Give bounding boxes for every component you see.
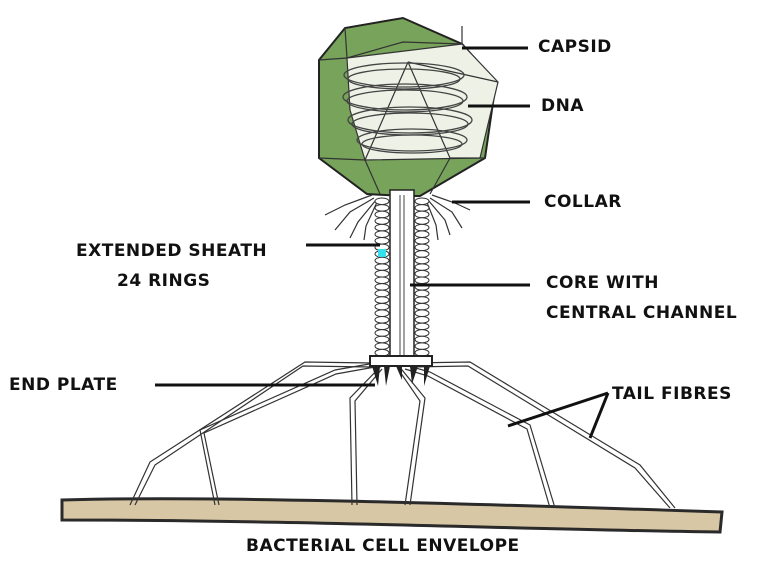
sheath-ring [375,303,389,310]
dna-label: DNA [541,96,584,116]
sheath-ring [375,205,389,212]
end-plate [370,356,432,386]
cell-envelope-label: BACTERIAL CELL ENVELOPE [246,536,520,556]
capsid-label: CAPSID [538,37,612,57]
sheath-ring [415,290,429,297]
sheath-ring [375,323,389,330]
sheath-ring [415,231,429,238]
sheath-ring [375,290,389,297]
sheath-ring [415,303,429,310]
sheath-ring [375,270,389,277]
sheath-ring [415,224,429,231]
sheath-ring [415,257,429,264]
sheath-ring [415,336,429,343]
sheath-ring [375,211,389,218]
sheath-ring [415,317,429,324]
sheath-ring [415,211,429,218]
sheath-ring [375,264,389,271]
sheath-ring [375,297,389,304]
sheath-ring [415,297,429,304]
sheath-ring [375,336,389,343]
sheath-ring [375,198,389,205]
sheath-ring [375,330,389,337]
sheath-ring [375,343,389,350]
sheath-label-line1: EXTENDED SHEATH [76,241,267,261]
sheath-marker [378,249,386,257]
sheath-ring [415,198,429,205]
core-label-line2: CENTRAL CHANNEL [546,303,737,323]
tail-core [390,190,414,360]
sheath-ring [415,205,429,212]
sheath-ring [375,277,389,284]
sheath-ring [415,323,429,330]
sheath-ring [415,270,429,277]
collar-label: COLLAR [544,192,622,212]
cell-envelope-shape [62,499,722,532]
sheath-ring [415,277,429,284]
sheath-ring [375,310,389,317]
tail-fibres-label: TAIL FIBRES [612,384,732,404]
sheath-ring [375,231,389,238]
sheath-ring [415,238,429,245]
sheath-ring [375,284,389,291]
sheath-label-line2: 24 RINGS [117,271,210,291]
core-label-line1: CORE WITH [546,273,659,293]
sheath-ring [415,264,429,271]
sheath-ring [415,218,429,225]
sheath-ring [415,330,429,337]
sheath-ring [375,224,389,231]
sheath-ring [375,257,389,264]
sheath-ring [375,218,389,225]
sheath-ring [415,310,429,317]
sheath-ring [375,317,389,324]
end-plate-label: END PLATE [9,375,118,395]
sheath-ring [415,251,429,258]
sheath-ring [375,238,389,245]
sheath-ring [415,244,429,251]
sheath-ring [415,343,429,350]
